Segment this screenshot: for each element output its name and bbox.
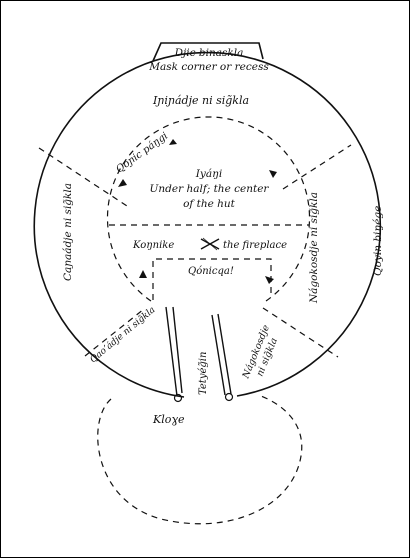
divider-ne <box>282 144 352 190</box>
entrance-post-right <box>211 313 232 396</box>
arrow-icon <box>169 139 177 145</box>
center-description-2: of the hut <box>183 198 236 210</box>
outer-label: Qoyin biŋége <box>372 206 384 276</box>
arrow-icon <box>269 170 277 178</box>
fireplace-label: the fireplace <box>223 240 287 251</box>
outside-enclosure <box>97 395 303 525</box>
entrance-post-left <box>165 306 183 397</box>
center-description: Under half; the center <box>150 183 270 195</box>
fireplace-name: Koŋnike <box>132 240 174 251</box>
arrow-icon <box>118 179 127 187</box>
divider-sw <box>84 308 145 357</box>
subtitle-label: Mask corner or recess <box>148 61 269 73</box>
inner-circle <box>106 116 311 302</box>
east-section-label: Nágokosdje ni sig̃kla <box>308 192 320 304</box>
path-arrows <box>118 139 277 284</box>
divider-nw <box>38 147 128 207</box>
path-label: Qoɲic páŋgi <box>114 131 170 176</box>
north-section-label: Iɲiɲádje ni sig̃kla <box>152 94 249 107</box>
arrow-icon <box>265 276 274 284</box>
back-area-label: Qónicqa! <box>188 266 234 277</box>
outer-wall <box>33 51 382 398</box>
post-end-right <box>224 392 234 402</box>
outside-label: Kloɣe <box>152 413 185 426</box>
center-label: Iyáŋi <box>195 168 222 180</box>
southwest-section-label: Qaoʼádje ni sig̃kla <box>88 304 158 365</box>
title-label: Djic binaskla <box>174 47 244 59</box>
west-section-label: Caɲaádje ni sig̃kla <box>62 183 74 281</box>
post-end-left <box>173 393 183 403</box>
arrow-icon <box>139 270 147 278</box>
fireplace-icon <box>200 237 220 251</box>
mask-recess <box>152 42 264 62</box>
entrance-label: Tetyég̃in <box>198 352 209 395</box>
divider-se <box>262 307 339 358</box>
